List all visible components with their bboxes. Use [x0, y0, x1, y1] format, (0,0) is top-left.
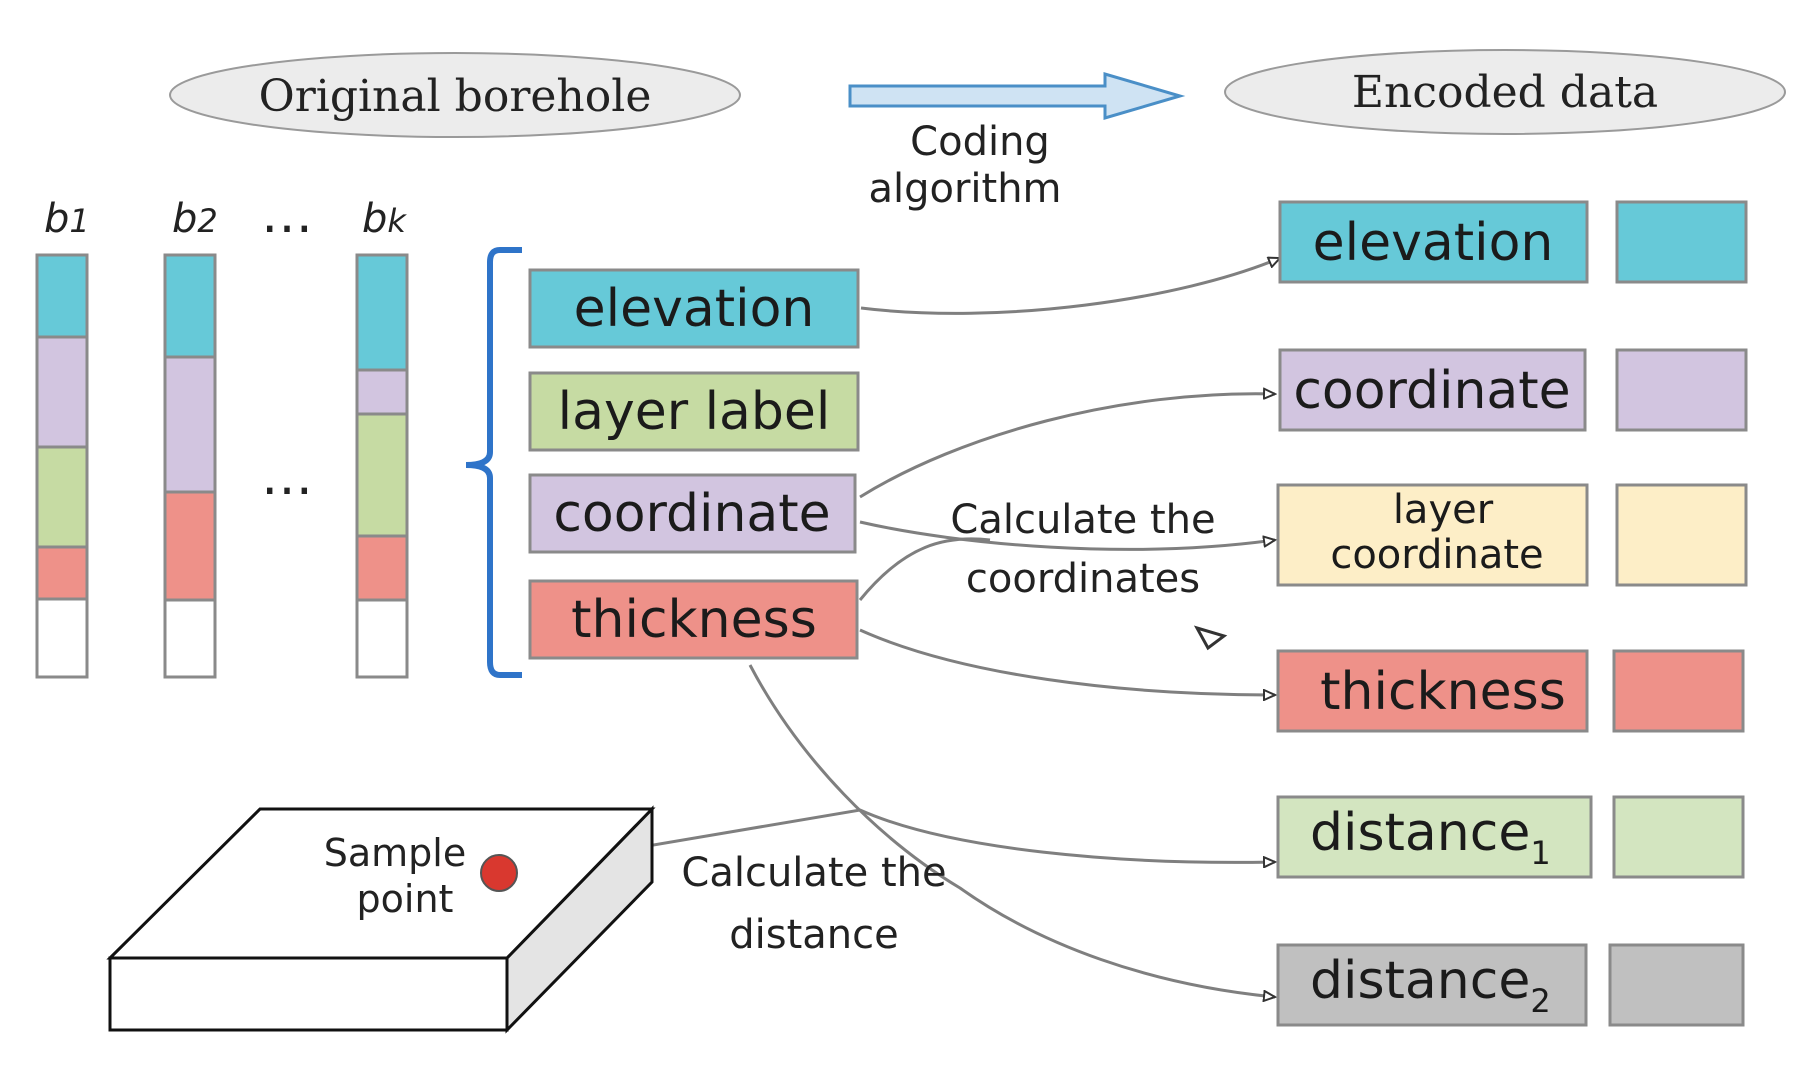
svg-text:b2: b2 [172, 196, 218, 242]
encoded-data-title: Encoded data [1352, 67, 1658, 118]
loose-arrowhead [1193, 625, 1228, 651]
borehole-label-bk: bk [362, 196, 407, 242]
calculate-distance-line2: distance [729, 912, 899, 958]
svg-text:thickness: thickness [571, 590, 817, 650]
svg-text:coordinate: coordinate [1293, 361, 1570, 421]
svg-text:distance1: distance1 [1310, 803, 1551, 872]
connector-layer-coordinate-b [858, 537, 991, 601]
attribute-coordinate: coordinate [528, 473, 857, 554]
borehole-ellipsis-middle: … [261, 447, 313, 507]
svg-text:thickness: thickness [1320, 662, 1566, 722]
encoded-distance1: distance1 [1276, 795, 1745, 879]
encoded-data-header: Encoded data [1224, 49, 1786, 135]
terrain-block [106, 805, 656, 1034]
connector-coordinate [859, 394, 1275, 499]
encoded-coordinate-swatch [1615, 348, 1748, 432]
encoded-layer-coordinate: layer coordinate [1276, 483, 1748, 587]
coding-label-line2: algorithm [868, 166, 1061, 212]
encoded-distance1-swatch [1612, 795, 1745, 879]
svg-text:elevation: elevation [1313, 213, 1554, 273]
attribute-elevation: elevation [528, 268, 860, 349]
encoded-distance2-swatch [1608, 943, 1745, 1027]
connector-distance1 [517, 808, 1275, 870]
encoded-thickness-swatch [1612, 649, 1745, 733]
svg-text:coordinate: coordinate [1330, 532, 1543, 578]
svg-text:elevation: elevation [574, 279, 815, 339]
borehole-label-b1: b1 [44, 196, 90, 242]
encoded-coordinate: coordinate [1278, 348, 1748, 432]
attribute-thickness: thickness [528, 579, 859, 660]
borehole-column-b1 [35, 253, 89, 679]
encoded-distance2: distance2 [1276, 943, 1745, 1027]
svg-text:b1: b1 [44, 196, 90, 242]
connectors [517, 258, 1280, 997]
connector-distance2 [748, 664, 1275, 997]
original-borehole-header: Original borehole [169, 52, 741, 138]
svg-text:layer label: layer label [558, 382, 831, 442]
borehole-label-b2: b2 [172, 196, 218, 242]
encoded-elevation-swatch [1615, 200, 1748, 284]
attribute-layer-label: layer label [528, 371, 860, 452]
calculate-distance-line1: Calculate the [681, 850, 946, 896]
attribute-brace [465, 247, 522, 678]
coding-arrow [848, 71, 1186, 121]
encoded-elevation: elevation [1278, 200, 1748, 284]
svg-text:distance2: distance2 [1310, 951, 1551, 1020]
sample-point-label-line2: point [357, 877, 454, 921]
connector-elevation [860, 258, 1280, 315]
calculate-coordinates-line1: Calculate the [950, 497, 1215, 543]
connector-layer-coordinate-a [859, 520, 1275, 551]
sample-point-marker [480, 854, 518, 892]
original-borehole-title: Original borehole [259, 71, 652, 122]
svg-text:bk: bk [362, 196, 407, 242]
svg-text:layer: layer [1393, 487, 1494, 533]
encoded-thickness: thickness [1276, 649, 1745, 733]
calculate-coordinates-line2: coordinates [966, 556, 1200, 602]
borehole-column-b2 [163, 253, 217, 679]
svg-text:coordinate: coordinate [553, 484, 830, 544]
borehole-ellipsis-top: … [261, 185, 313, 245]
sample-point-label-line1: Sample [324, 831, 466, 875]
connector-thickness [859, 628, 1275, 695]
coding-label-line1: Coding [910, 119, 1050, 165]
borehole-column-bk [355, 253, 409, 679]
encoded-layer-coordinate-swatch [1615, 483, 1748, 587]
